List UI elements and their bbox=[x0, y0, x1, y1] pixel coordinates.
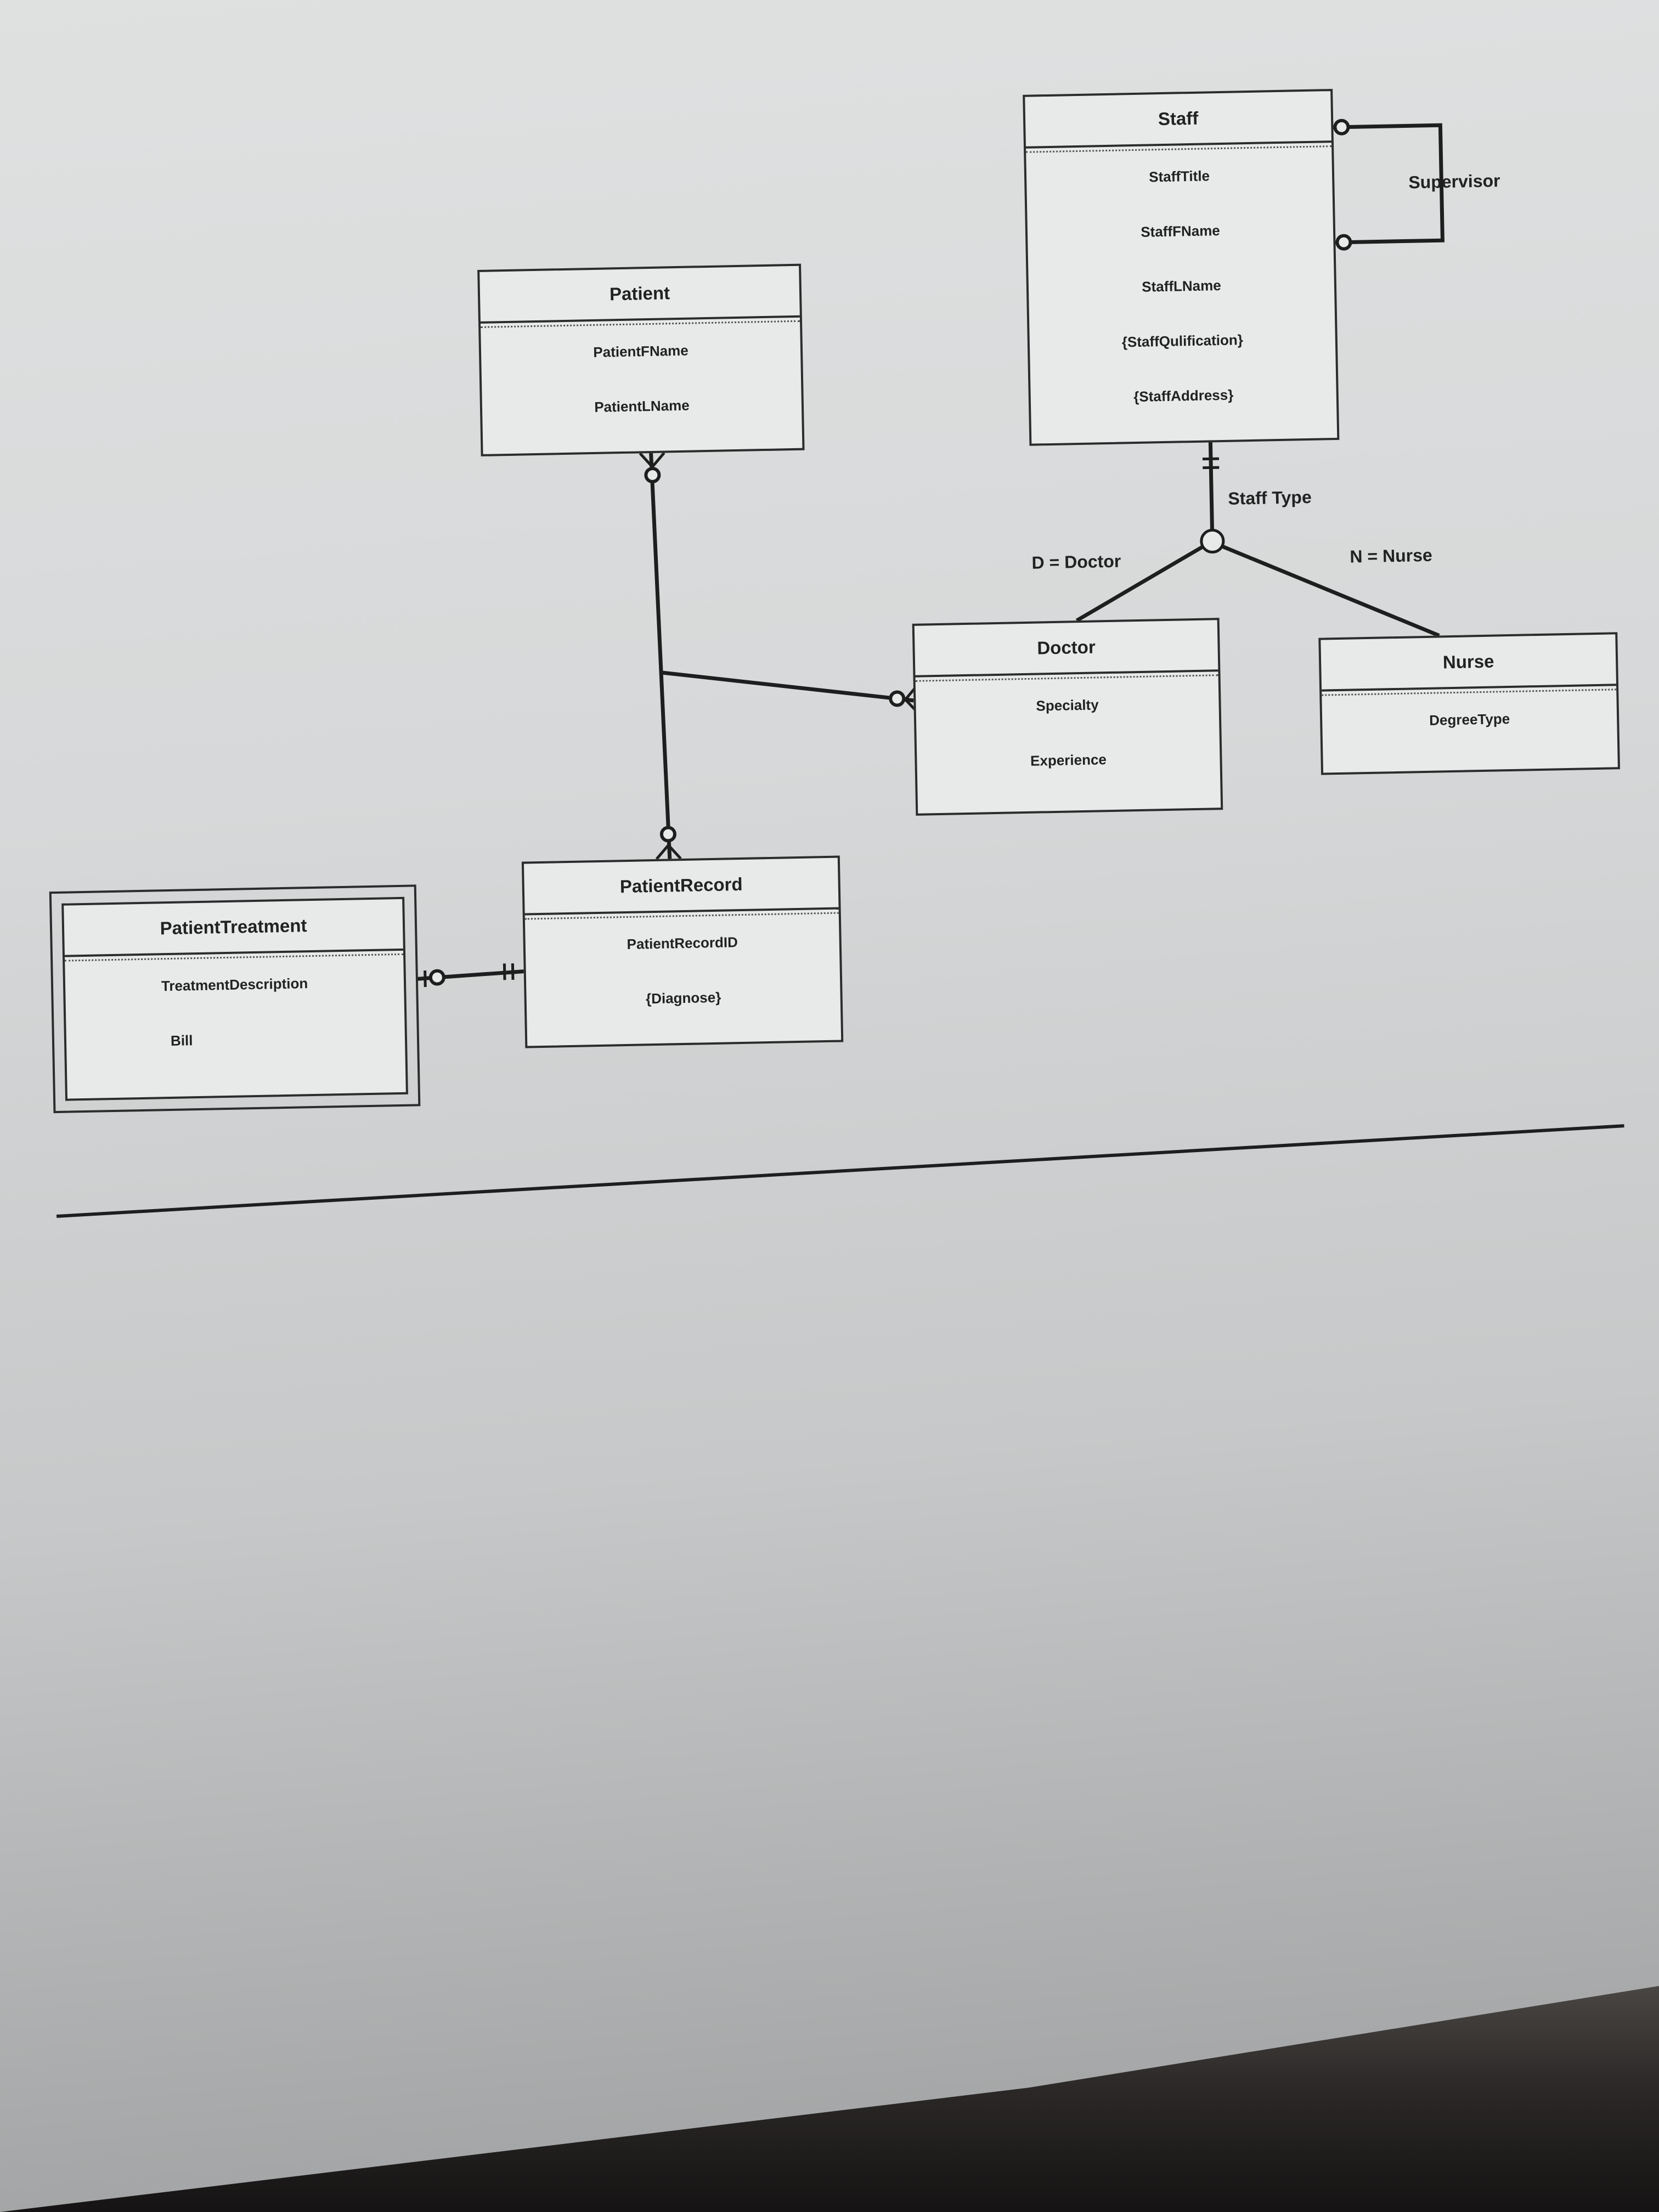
nurse-entity-title: Nurse bbox=[1321, 634, 1617, 692]
doctor-end-marker bbox=[889, 690, 906, 707]
treatment-end-marker bbox=[428, 969, 445, 986]
patient-treatment-entity-title: PatientTreatment bbox=[64, 899, 403, 957]
specialization-circle bbox=[1200, 528, 1225, 554]
patient-treatment-entity[interactable]: PatientTreatment TreatmentDescription Bi… bbox=[49, 884, 421, 1114]
er-diagram: Staff StaffTitle StaffFName StaffLName {… bbox=[0, 0, 1659, 1278]
patient-attribute: PatientFName bbox=[593, 342, 689, 360]
patient-treatment-attribute: TreatmentDescription bbox=[161, 975, 308, 995]
doctor-association-line bbox=[660, 670, 914, 703]
record-end-crowfoot bbox=[655, 843, 682, 860]
patient-record-attribute: {Diagnose} bbox=[645, 989, 721, 1007]
doctor-subtype-line bbox=[1075, 545, 1204, 623]
patient-record-line bbox=[649, 453, 672, 859]
doctor-entity[interactable]: Doctor Specialty Experience bbox=[912, 618, 1223, 816]
staff-attribute: {StaffAddress} bbox=[1133, 386, 1234, 405]
record-end-bars bbox=[503, 963, 515, 980]
staff-type-bar bbox=[1202, 457, 1220, 470]
patient-treatment-attribute: Bill bbox=[170, 1032, 193, 1049]
staff-type-label: Staff Type bbox=[1228, 487, 1312, 509]
staff-entity[interactable]: Staff StaffTitle StaffFName StaffLName {… bbox=[1023, 89, 1340, 446]
staff-entity-title: Staff bbox=[1025, 91, 1331, 149]
supervisor-relationship-line bbox=[1333, 123, 1444, 245]
doctor-entity-title: Doctor bbox=[914, 620, 1218, 678]
patient-end-crowfoot bbox=[639, 452, 665, 469]
staff-attribute: StaffLName bbox=[1141, 276, 1221, 295]
doctor-discriminator-label: D = Doctor bbox=[1031, 551, 1121, 573]
patient-end-marker bbox=[644, 466, 661, 483]
nurse-discriminator-label: N = Nurse bbox=[1350, 545, 1433, 567]
record-end-marker bbox=[659, 826, 676, 843]
treatment-end-bar bbox=[424, 970, 427, 988]
doctor-end-crowfoot bbox=[903, 686, 918, 713]
supervisor-label: Supervisor bbox=[1408, 171, 1500, 193]
nurse-subtype-line bbox=[1221, 544, 1440, 637]
doctor-attribute: Specialty bbox=[1036, 696, 1099, 714]
nurse-entity[interactable]: Nurse DegreeType bbox=[1318, 632, 1620, 775]
staff-attribute: StaffTitle bbox=[1148, 167, 1210, 185]
patient-record-entity[interactable]: PatientRecord PatientRecordID {Diagnose} bbox=[521, 855, 844, 1048]
staff-type-line bbox=[1208, 442, 1215, 536]
patient-attribute: PatientLName bbox=[594, 397, 690, 415]
page-divider-line bbox=[56, 1124, 1624, 1218]
patient-record-entity-title: PatientRecord bbox=[523, 857, 839, 916]
patient-record-attribute: PatientRecordID bbox=[627, 934, 738, 952]
patient-entity[interactable]: Patient PatientFName PatientLName bbox=[477, 263, 805, 456]
doctor-attribute: Experience bbox=[1030, 751, 1107, 769]
supervisor-optional-marker-top bbox=[1333, 119, 1350, 136]
staff-attribute: {StaffQulification} bbox=[1121, 331, 1244, 351]
patient-entity-title: Patient bbox=[479, 266, 800, 324]
nurse-attribute: DegreeType bbox=[1429, 710, 1510, 729]
supervisor-optional-marker-bottom bbox=[1335, 234, 1352, 251]
staff-attribute: StaffFName bbox=[1140, 222, 1221, 240]
